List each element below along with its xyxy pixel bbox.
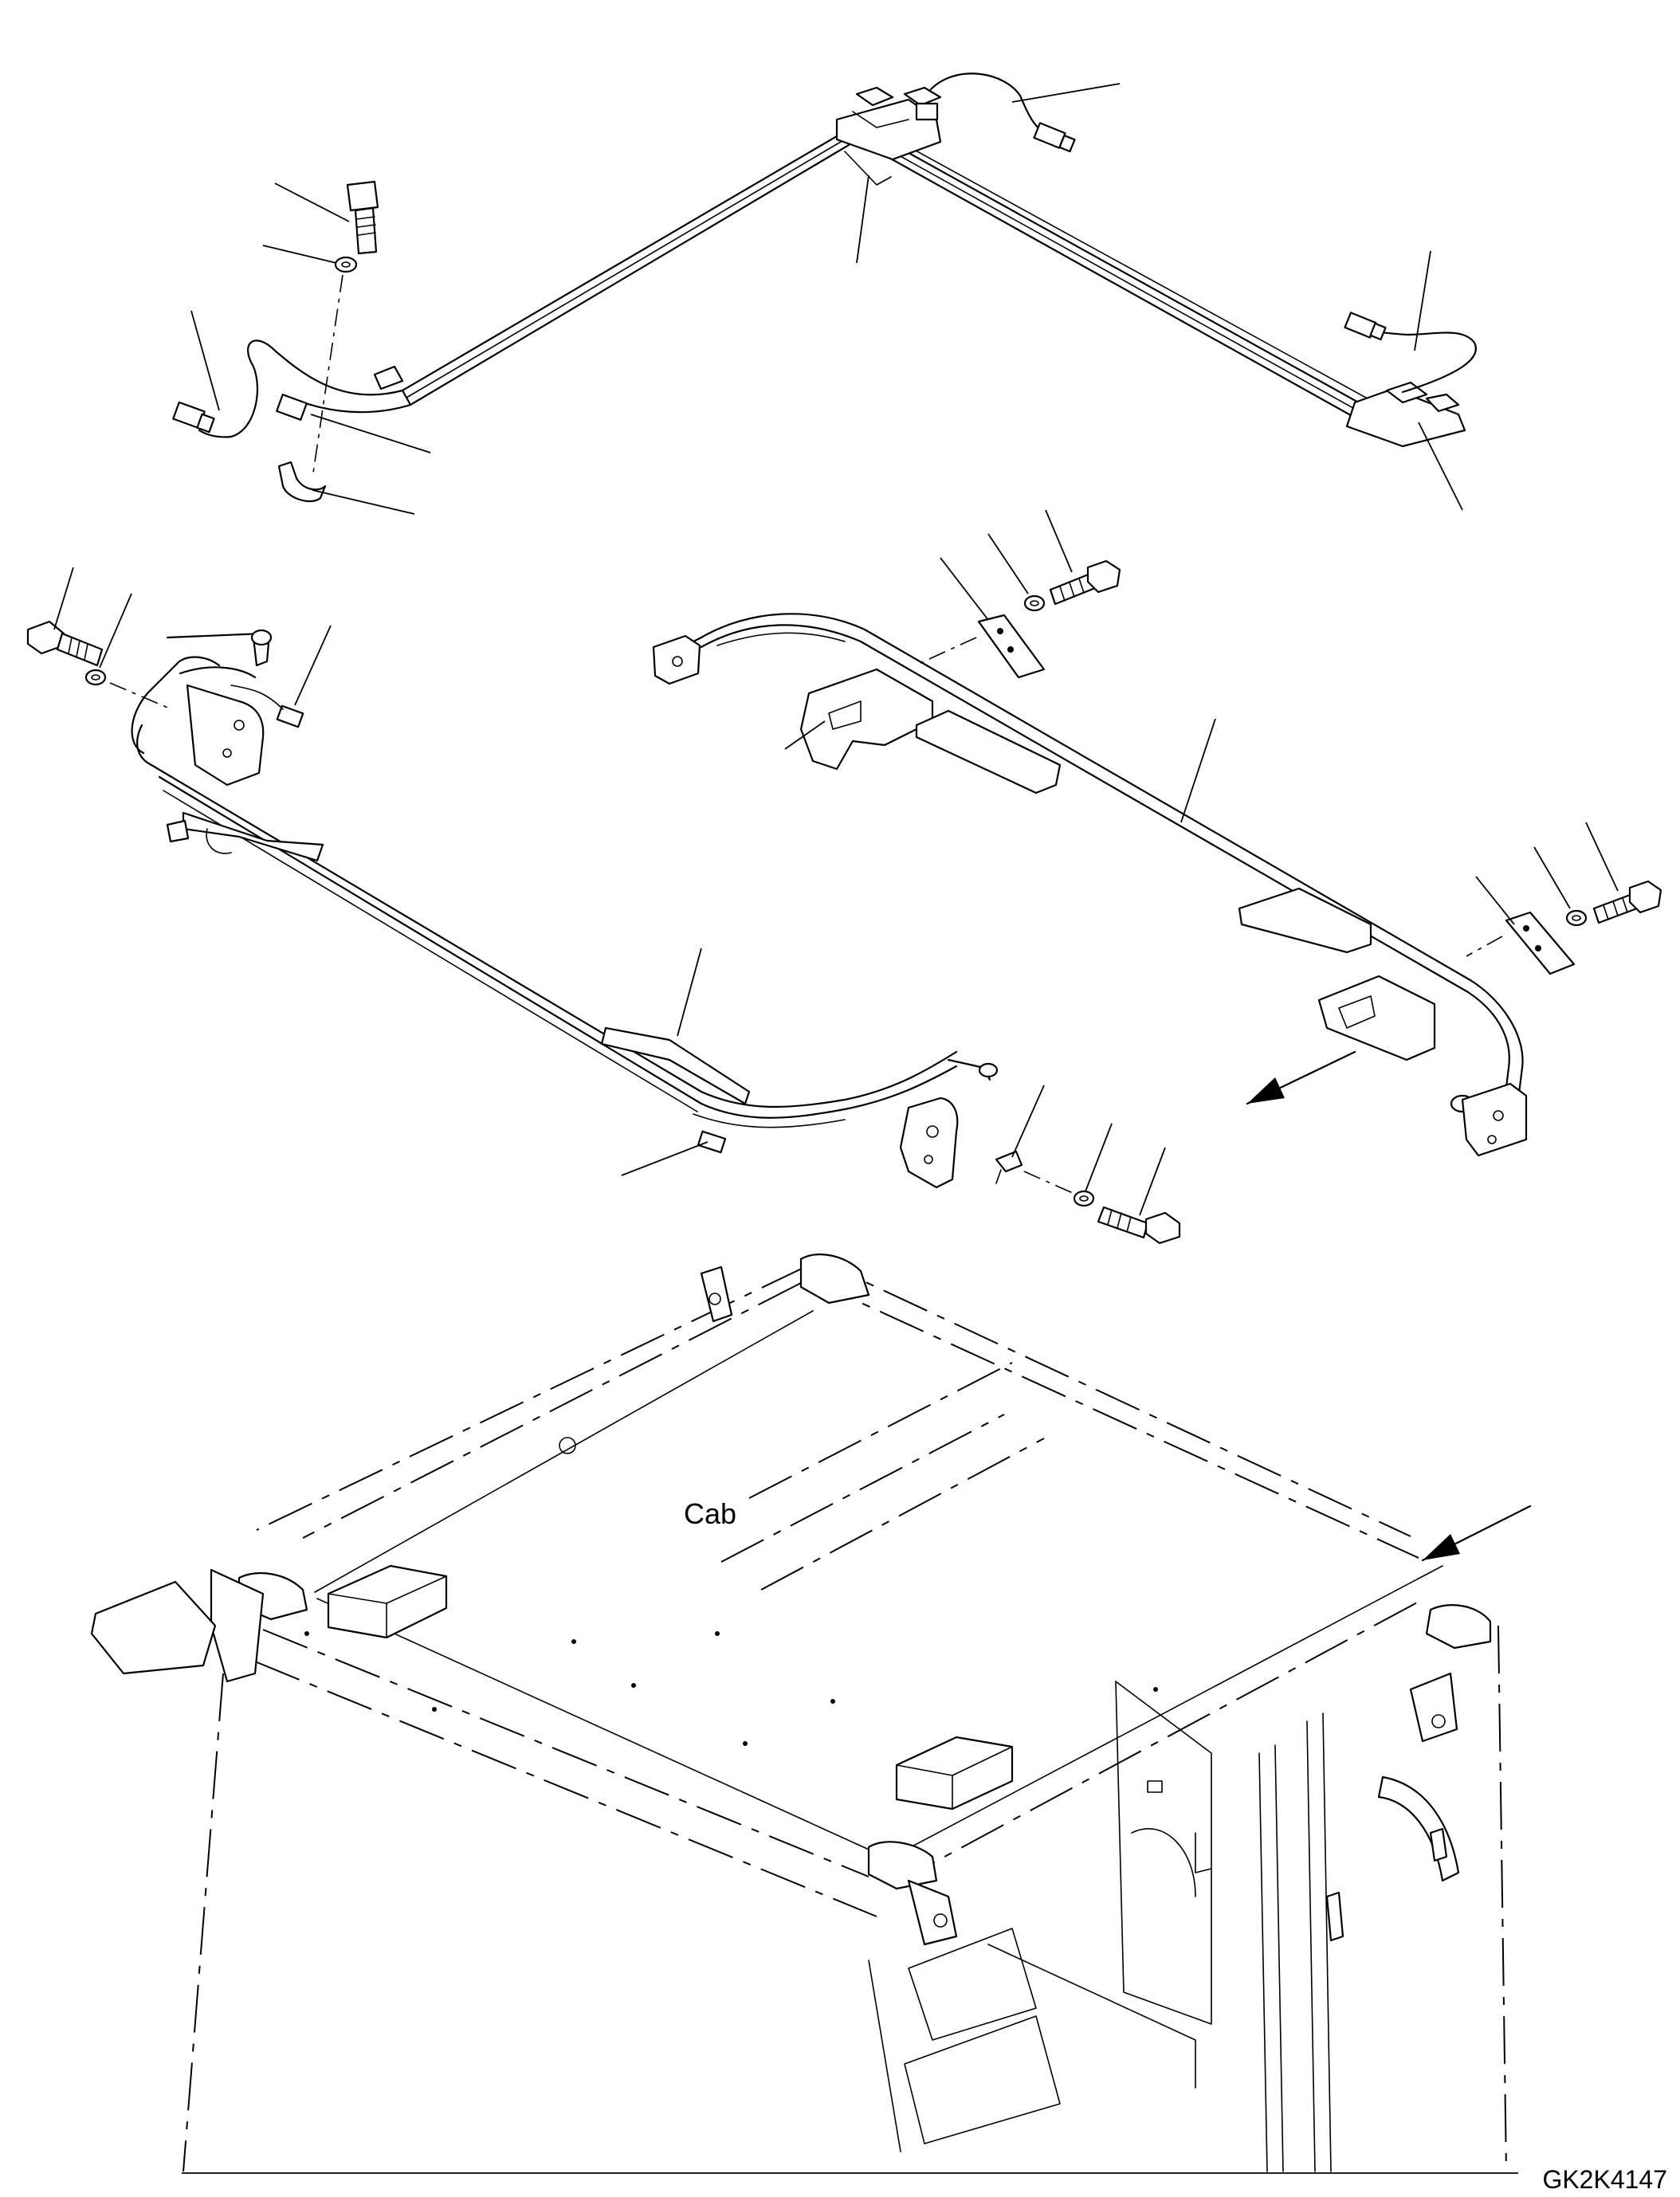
- washer-right: [1565, 909, 1588, 927]
- leader-lines-right-hw: [1475, 822, 1619, 925]
- washer-left: [84, 669, 107, 686]
- harness-right-end-block: [1345, 381, 1466, 448]
- washer-lower: [1073, 1190, 1095, 1207]
- clip-lower: [995, 1150, 1023, 1184]
- direction-arrow-mid: [1246, 1050, 1356, 1105]
- connector-left: [172, 401, 215, 434]
- plate-right: [1505, 911, 1576, 975]
- bolt-upper: [1049, 559, 1121, 606]
- leader-lines-lower: [1011, 1085, 1166, 1216]
- roof-wiring-harness: [172, 73, 1477, 515]
- leader-lines-upper-hw: [940, 509, 1073, 621]
- washer-upper: [1023, 594, 1046, 612]
- leader-lines-top: [190, 83, 1463, 515]
- drawing-number: GK2K4147: [1542, 2165, 1667, 2194]
- bolt-top-left: [346, 180, 379, 255]
- cab-label: Cab: [684, 1497, 736, 1530]
- direction-arrow-cab: [1421, 1505, 1532, 1562]
- bolt-left: [26, 620, 104, 667]
- bolt-lower: [1097, 1206, 1181, 1245]
- plate-upper: [977, 614, 1046, 679]
- roof-frame-left: [131, 629, 999, 1189]
- wire-clip: [277, 461, 327, 503]
- bolt-right: [1592, 880, 1662, 924]
- cab-body-phantom: [90, 1253, 1518, 2174]
- leader-lines-left-frame: [53, 567, 709, 1176]
- connector-top-right: [1033, 122, 1076, 153]
- washer-top-left: [334, 256, 358, 273]
- harness-junction-block: [835, 86, 942, 186]
- harness-left-clip: [373, 365, 404, 390]
- roof-frame-right: [652, 613, 1528, 1157]
- connector-left-2: [276, 394, 308, 421]
- connector-right: [1344, 312, 1387, 341]
